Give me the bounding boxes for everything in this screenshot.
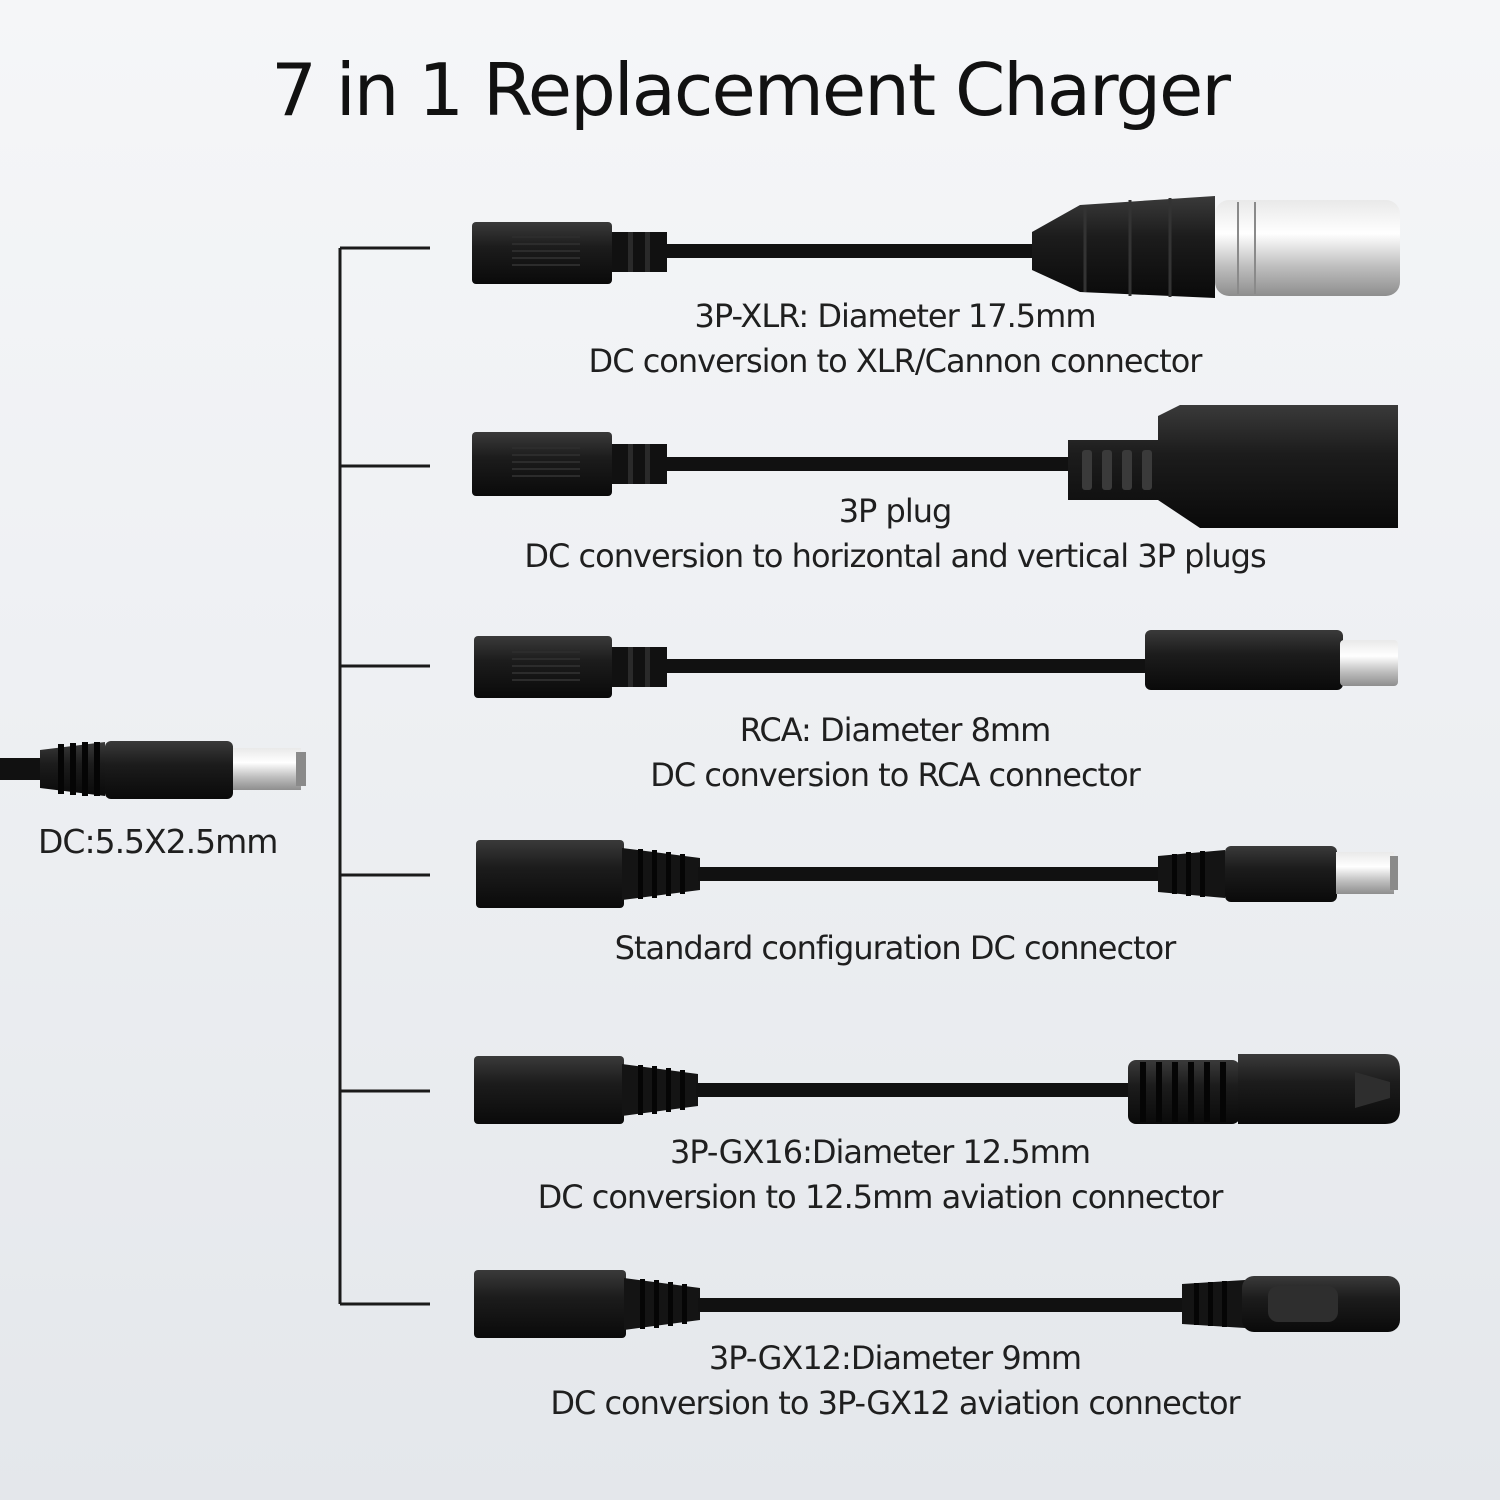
dc-connector-icon bbox=[476, 840, 1398, 908]
3p-plug-icon bbox=[472, 405, 1398, 528]
adapter-description: DC conversion to 3P-GX12 aviation connec… bbox=[550, 1384, 1240, 1422]
bracket-lines bbox=[338, 246, 430, 1306]
adapter-spec: 3P plug bbox=[838, 492, 953, 530]
page-title: 7 in 1 Replacement Charger bbox=[271, 48, 1231, 132]
adapter-description: DC conversion to XLR/Cannon connector bbox=[588, 342, 1203, 380]
gx16-connector-icon bbox=[474, 1054, 1400, 1124]
adapter-spec: 3P-GX12:Diameter 9mm bbox=[708, 1339, 1082, 1377]
adapter-label-gx12: 3P-GX12:Diameter 9mm DC conversion to 3P… bbox=[495, 1336, 1295, 1426]
adapter-label-3p-plug: 3P plug DC conversion to horizontal and … bbox=[470, 489, 1320, 579]
input-connector-label: DC:5.5X2.5mm bbox=[38, 822, 278, 861]
rca-connector-icon bbox=[474, 630, 1398, 698]
xlr-connector-icon bbox=[472, 196, 1400, 298]
adapter-description: DC conversion to 12.5mm aviation connect… bbox=[537, 1178, 1224, 1216]
adapter-spec: Standard configuration DC connector bbox=[614, 929, 1177, 967]
adapter-label-xlr: 3P-XLR: Diameter 17.5mm DC conversion to… bbox=[545, 294, 1245, 384]
adapter-spec: 3P-XLR: Diameter 17.5mm bbox=[694, 297, 1096, 335]
dc-barrel-plug-icon bbox=[0, 741, 306, 799]
adapter-label-rca: RCA: Diameter 8mm DC conversion to RCA c… bbox=[545, 708, 1245, 798]
adapter-spec: RCA: Diameter 8mm bbox=[739, 711, 1052, 749]
gx12-connector-icon bbox=[474, 1270, 1400, 1338]
adapter-spec: 3P-GX16:Diameter 12.5mm bbox=[669, 1133, 1091, 1171]
adapter-label-gx16: 3P-GX16:Diameter 12.5mm DC conversion to… bbox=[480, 1130, 1280, 1220]
adapter-description: DC conversion to horizontal and vertical… bbox=[524, 537, 1266, 575]
adapter-label-standard-dc: Standard configuration DC connector bbox=[545, 926, 1245, 971]
adapter-description: DC conversion to RCA connector bbox=[650, 756, 1141, 794]
